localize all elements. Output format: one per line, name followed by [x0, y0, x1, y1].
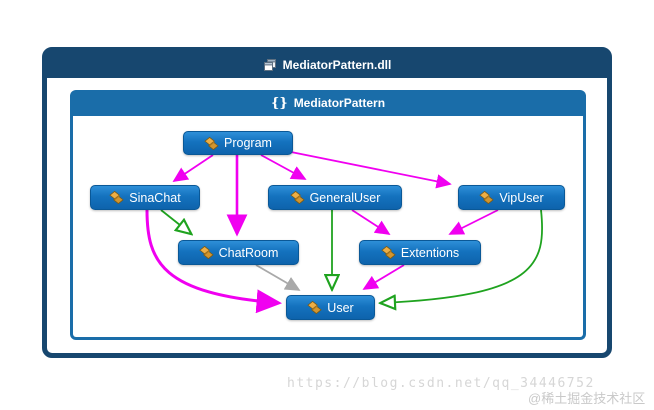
node-user[interactable]: User — [286, 295, 375, 320]
namespace-icon: {} — [270, 95, 288, 111]
node-chatroom[interactable]: ChatRoom — [178, 240, 299, 265]
node-vipuser[interactable]: VipUser — [458, 185, 565, 210]
node-sinachat[interactable]: SinaChat — [90, 185, 200, 210]
node-extentions[interactable]: Extentions — [359, 240, 481, 265]
namespace-title: MediatorPattern — [293, 96, 386, 110]
class-icon — [381, 245, 396, 260]
class-icon — [109, 190, 124, 205]
class-icon — [198, 245, 214, 260]
node-label: GeneralUser — [309, 190, 381, 205]
node-generaluser[interactable]: GeneralUser — [268, 185, 402, 210]
node-label: Program — [224, 136, 272, 150]
node-program[interactable]: Program — [183, 131, 293, 155]
class-icon — [204, 136, 219, 150]
node-label: Extentions — [400, 245, 460, 260]
class-icon — [479, 190, 495, 205]
node-label: ChatRoom — [218, 245, 279, 260]
assembly-dll-icon — [263, 59, 276, 71]
class-icon — [307, 300, 322, 315]
node-label: User — [327, 300, 354, 315]
node-label: SinaChat — [129, 190, 181, 205]
node-label: VipUser — [499, 190, 544, 205]
class-icon — [289, 190, 305, 205]
namespace-header[interactable]: {} MediatorPattern — [70, 90, 586, 116]
assembly-titlebar[interactable]: MediatorPattern.dll — [47, 52, 607, 78]
assembly-title: MediatorPattern.dll — [282, 58, 392, 72]
